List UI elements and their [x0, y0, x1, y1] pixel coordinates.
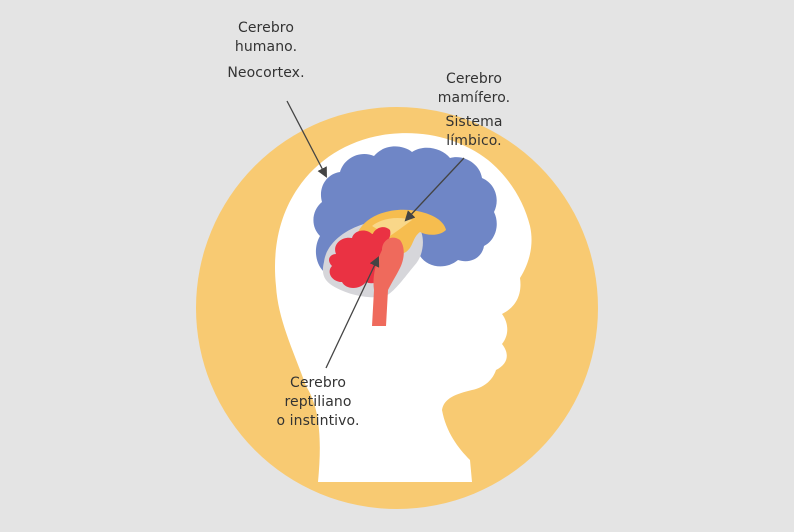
cerebellum	[329, 230, 390, 288]
neocortex	[313, 146, 497, 272]
neocortex-pointer	[286, 100, 327, 178]
label-mammal-brain: Cerebro mamífero. Sistema límbico.	[426, 70, 522, 151]
reptilian-pointer	[325, 256, 380, 369]
limbic-pointer	[404, 157, 465, 222]
label-reptile-line3: o instintivo.	[276, 413, 360, 429]
limbic-system	[358, 209, 446, 255]
label-human-line2: humano.	[234, 39, 298, 55]
label-human-line1: Cerebro	[237, 20, 295, 36]
label-human-brain: Cerebro humano. Neocortex.	[218, 19, 314, 83]
label-reptile-line1: Cerebro	[289, 375, 347, 391]
cerebellum-top	[372, 227, 391, 244]
label-human-line3: Neocortex.	[227, 65, 305, 81]
label-mammal-line4: límbico.	[446, 133, 502, 149]
label-mammal-line2: mamífero.	[437, 90, 511, 106]
brainstem	[372, 237, 404, 326]
label-reptilian-brain: Cerebro reptiliano o instintivo.	[262, 374, 374, 431]
label-mammal-line1: Cerebro	[445, 71, 503, 87]
label-mammal-line3: Sistema	[445, 114, 503, 130]
label-reptile-line2: reptiliano	[284, 394, 352, 410]
